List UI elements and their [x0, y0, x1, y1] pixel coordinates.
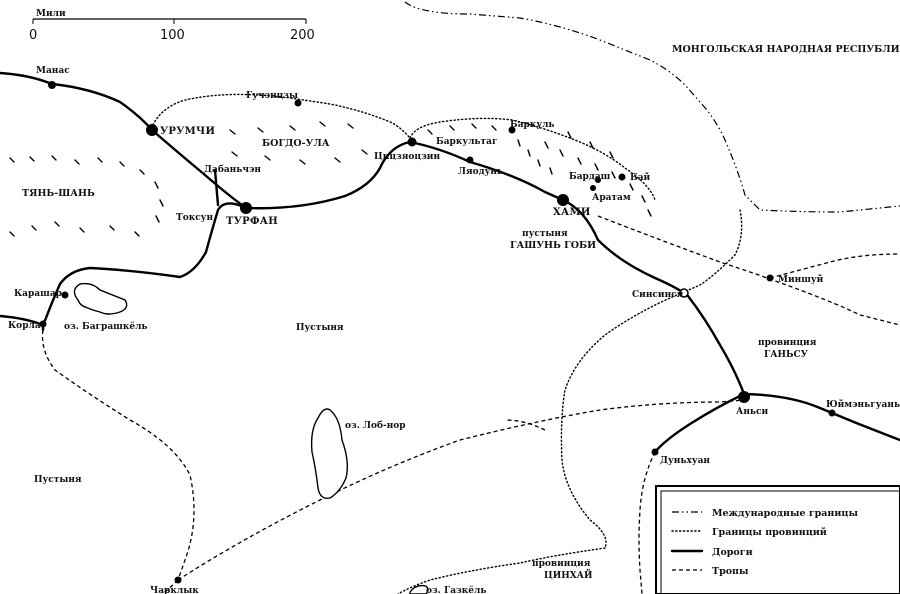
lake-lobnor: [310, 408, 349, 499]
label-gansu-line2: ГАНЬСУ: [764, 350, 809, 360]
international-border: [404, 1, 900, 213]
scale-unit-label: Мили: [36, 9, 66, 19]
city-markers: [39, 81, 836, 584]
label-korla: Корла: [8, 321, 41, 331]
label-charklik: Чарклык: [150, 586, 199, 594]
legend-label-roads: Дороги: [712, 547, 753, 558]
label-gashun-gobi-line2: ГАШУНЬ ГОБИ: [510, 240, 596, 251]
city-dot-manas: [48, 81, 56, 89]
city-dot-guchengzi: [294, 99, 302, 107]
city-dot-hami: [557, 194, 569, 206]
city-dot-charklik: [174, 576, 182, 584]
lake-gazkol: [409, 584, 429, 594]
lake-labels: оз. Баграшкёль оз. Лоб-нор оз. Газкёль: [64, 321, 486, 594]
label-tianshan: ТЯНЬ-ШАНЬ: [22, 188, 95, 199]
city-dot-korla: [39, 320, 47, 328]
label-bai: Бай: [630, 172, 651, 183]
label-gashun-gobi-line1: пустыня: [522, 229, 568, 239]
legend-label-international: Международные границы: [712, 508, 858, 519]
city-dot-liaodun: [466, 156, 474, 164]
label-qijiaojing: Цицзяоцзин: [374, 152, 440, 162]
legend: Международные границы Границы провинций …: [655, 485, 900, 594]
label-dunhuang: Дуньхуан: [660, 456, 710, 466]
label-liaodun: Ляодунь: [458, 167, 503, 177]
legend-label-trails: Тропы: [712, 566, 749, 577]
label-lake-gazkol: оз. Газкёль: [426, 585, 486, 594]
label-aratam: Аратам: [592, 193, 631, 203]
city-dot-turfan: [240, 202, 252, 214]
city-dot-urumqi: [146, 124, 158, 136]
label-barkul: Баркуль: [510, 120, 555, 130]
label-bardash: Бардаш: [569, 172, 611, 182]
label-xingxingxia: Синсинся: [632, 290, 684, 300]
label-dabanchen: Дабаньчэн: [204, 164, 261, 175]
city-dot-karashar: [61, 291, 69, 299]
label-qinghai-line2: ЦИНХАЙ: [544, 568, 593, 581]
city-dot-yumenguan: [828, 409, 836, 417]
label-minshui: Миншуй: [778, 274, 824, 285]
label-hami: ХАМИ: [553, 207, 591, 218]
label-toksun: Токсун: [176, 213, 213, 223]
label-mongolia: МОНГОЛЬСКАЯ НАРОДНАЯ РЕСПУБЛИКА: [672, 44, 900, 55]
label-gansu-line1: провинция: [758, 338, 817, 348]
label-qinghai-line1: провинция: [532, 559, 591, 569]
scale-bar: Мили 0 100 200: [29, 9, 315, 43]
scale-tick-100: 100: [160, 28, 185, 43]
label-guchengzi: Гучэнцзы: [246, 91, 298, 101]
roads: [0, 71, 900, 454]
label-desert-left: Пустыня: [34, 475, 82, 485]
place-labels: Манас УРУМЧИ Гучэнцзы Дабаньчэн Токсун Т…: [8, 66, 900, 594]
label-anxi: Аньси: [736, 407, 769, 417]
scale-tick-200: 200: [290, 28, 315, 43]
label-lake-bagrashkol: оз. Баграшкёль: [64, 321, 148, 332]
city-dot-qijiaojing: [407, 137, 417, 147]
label-karashar: Карашар: [14, 289, 62, 299]
label-turfan: ТУРФАН: [226, 216, 278, 227]
city-dot-bai: [618, 173, 626, 181]
label-manas: Манас: [36, 66, 70, 76]
city-dot-barkul: [508, 126, 516, 134]
provincial-borders: [149, 93, 743, 594]
region-labels: МОНГОЛЬСКАЯ НАРОДНАЯ РЕСПУБЛИКА ТЯНЬ-ШАН…: [22, 44, 900, 581]
scale-tick-0: 0: [29, 28, 37, 43]
label-desert-center: Пустыня: [296, 323, 344, 333]
lake-bagrashkol: [73, 282, 128, 315]
city-dot-minshui: [766, 274, 774, 282]
city-dot-xingxingxia: [679, 288, 689, 298]
label-lake-lobnor: оз. Лоб-нор: [345, 420, 406, 431]
city-dot-dunhuang: [651, 448, 659, 456]
mountain-hatching: [9, 121, 652, 237]
label-urumqi: УРУМЧИ: [160, 126, 215, 137]
label-yumenguan: Юймэньгуань: [826, 399, 900, 410]
legend-label-provincial: Границы провинций: [712, 527, 827, 538]
label-barkultag: Баркультаг: [436, 137, 497, 147]
label-bogdo-ula: БОГДО-УЛА: [262, 138, 330, 149]
city-dot-aratam: [590, 185, 596, 191]
city-dot-anxi: [738, 391, 750, 403]
city-dot-bardash: [595, 177, 601, 183]
